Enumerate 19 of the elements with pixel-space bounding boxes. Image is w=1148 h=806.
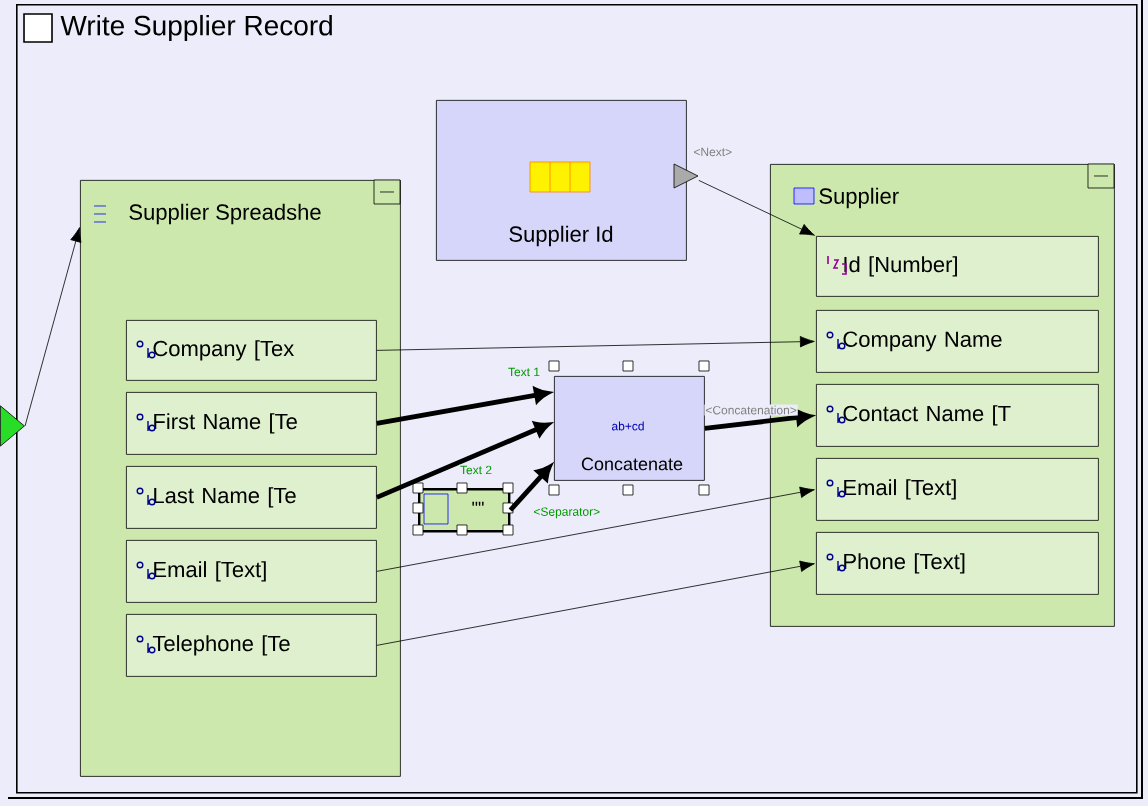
arrow [376,387,550,426]
field-box: Last Name [Te [126,466,377,529]
input-port [0,405,25,447]
field-box: Company Name [816,310,1099,373]
arrow [508,464,552,512]
field-box: First Name [Te [126,392,377,455]
field-box: Email [Text] [126,540,377,603]
arrow [704,409,812,431]
field-box: Company [Tex [126,320,377,381]
arrow [698,180,815,236]
arrow [375,421,551,500]
field-box: Contact Name [T [816,384,1099,447]
generator-box: Supplier Id [436,100,687,261]
field-box: Id [Number] [816,236,1099,297]
field-box: Email [Text] [816,458,1099,521]
field-box: Telephone [Te [126,614,377,677]
arrow [24,227,82,427]
arrow [376,336,815,351]
field-box: Phone [Text] [816,532,1099,595]
